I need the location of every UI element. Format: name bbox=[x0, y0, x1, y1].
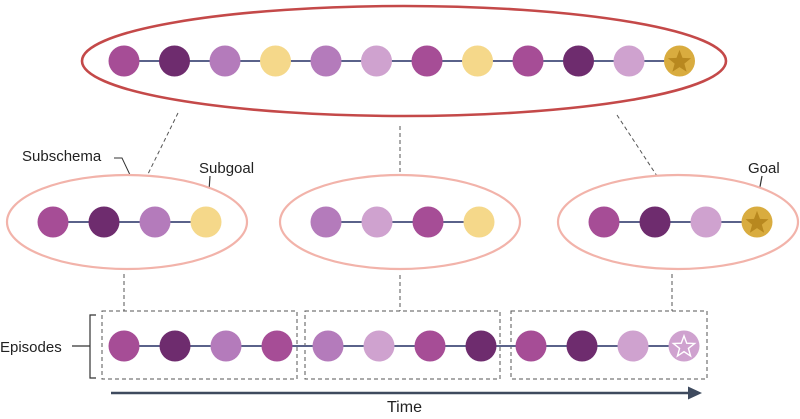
state-node bbox=[312, 330, 344, 362]
goal-star-icon bbox=[668, 49, 691, 72]
state-node bbox=[159, 45, 190, 77]
state-node bbox=[108, 330, 140, 362]
state-node bbox=[690, 206, 722, 238]
state-node bbox=[411, 45, 443, 77]
state-node bbox=[209, 45, 241, 77]
outline-star-icon bbox=[671, 333, 697, 358]
state-node bbox=[566, 330, 598, 362]
state-node bbox=[465, 330, 497, 362]
state-node bbox=[463, 206, 495, 238]
state-node bbox=[363, 330, 395, 362]
state-node bbox=[361, 45, 392, 77]
subschema-callout bbox=[114, 157, 132, 178]
state-node bbox=[462, 45, 493, 77]
hierarchy-links bbox=[114, 112, 763, 311]
episode-groups bbox=[72, 310, 708, 380]
state-node bbox=[310, 45, 342, 77]
state-node bbox=[210, 330, 242, 362]
state-node bbox=[261, 330, 293, 362]
schema-group bbox=[80, 4, 728, 118]
subschema-label: Subschema bbox=[22, 148, 102, 165]
episodes-label: Episodes bbox=[0, 339, 62, 356]
state-node bbox=[613, 45, 645, 77]
state-node bbox=[159, 330, 191, 362]
state-node bbox=[139, 206, 171, 238]
state-node bbox=[563, 45, 594, 77]
state-node bbox=[260, 45, 291, 77]
episodes-bracket bbox=[72, 314, 96, 379]
state-node bbox=[515, 330, 547, 362]
episode-end-node bbox=[668, 330, 700, 362]
state-node bbox=[88, 206, 120, 238]
state-node bbox=[310, 206, 342, 238]
state-node bbox=[361, 206, 393, 238]
state-node bbox=[512, 45, 544, 77]
state-node bbox=[37, 206, 69, 238]
time-axis bbox=[111, 386, 702, 400]
subgoal-label: Subgoal bbox=[199, 160, 255, 177]
state-node bbox=[617, 330, 649, 362]
dashed-link bbox=[616, 114, 658, 177]
goal-label: Goal bbox=[748, 160, 780, 177]
time-label: Time bbox=[387, 399, 422, 416]
state-node bbox=[414, 330, 446, 362]
subschema-groups bbox=[5, 173, 800, 271]
time-arrowhead-icon bbox=[688, 386, 702, 400]
state-node bbox=[190, 206, 222, 238]
state-node bbox=[639, 206, 671, 238]
episode-box bbox=[101, 310, 298, 380]
dashed-link bbox=[146, 112, 179, 177]
state-node bbox=[588, 206, 620, 238]
state-node bbox=[108, 45, 140, 77]
goal-star-icon bbox=[745, 210, 769, 233]
state-node bbox=[412, 206, 444, 238]
